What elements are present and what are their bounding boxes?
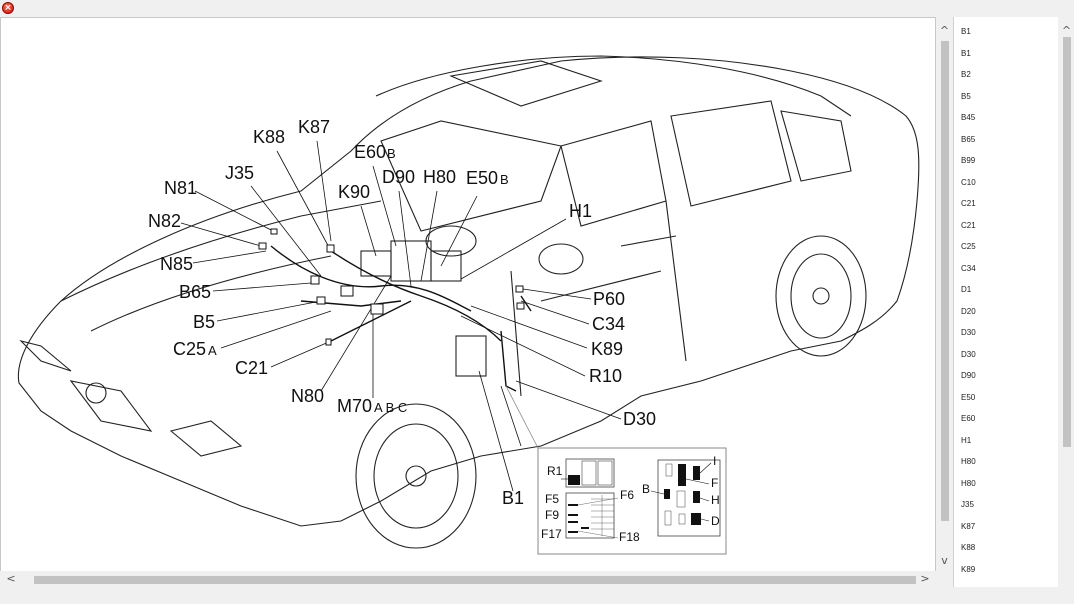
scroll-right-icon[interactable]: > [920,572,930,585]
list-item[interactable]: C10 [961,177,976,187]
label-p60: P60 [593,289,625,309]
label-n85: N85 [160,254,193,274]
label-e60: E60 [354,142,386,162]
label-n82: N82 [148,211,181,231]
label-n80: N80 [291,386,324,406]
label-c21: C21 [235,358,268,378]
leader-lines [180,140,622,492]
label-j35: J35 [225,163,254,183]
label-m70: M70 [337,396,372,416]
list-item[interactable]: D30 [961,349,976,359]
list-item[interactable]: D90 [961,371,976,380]
close-icon: × [4,3,12,13]
title-bar: × [0,0,1074,18]
list-item[interactable]: D20 [961,306,976,316]
scroll-down-icon[interactable]: v [941,554,948,567]
list-item[interactable]: B5 [961,91,971,101]
list-item[interactable]: K89 [961,564,976,574]
list-item[interactable]: K87 [961,521,976,531]
fuse-label: D [711,514,720,528]
label-e50: E50 [466,168,498,188]
label-e50-sub: B [500,172,509,187]
list-item[interactable]: B65 [961,134,976,144]
fuse-label: R1 [547,464,563,478]
label-k88: K88 [253,127,285,147]
label-c34: C34 [592,314,625,334]
list-item[interactable]: K88 [961,543,976,552]
label-c25: C25 [173,339,206,359]
component-list-scroll-thumb[interactable] [1063,37,1071,447]
list-item[interactable]: C21 [961,220,976,230]
label-d90: D90 [382,167,415,187]
list-item[interactable]: C34 [961,263,976,273]
list-item[interactable]: B45 [961,113,976,122]
label-k90: K90 [338,182,370,202]
fuse-label: I [713,454,716,468]
fuse-label: F [711,476,718,490]
fuse-box-inset [505,385,727,555]
list-item[interactable]: H80 [961,478,976,488]
list-item[interactable]: E60 [961,414,976,423]
list-item[interactable]: C21 [961,199,976,208]
fuse-label: B [642,482,650,496]
label-e60-sub: B [387,146,396,161]
scroll-left-icon[interactable]: < [6,572,16,585]
fuse-label: F9 [545,508,559,522]
label-r10: R10 [589,366,622,386]
label-n81: N81 [164,178,197,198]
status-bar [0,587,1074,604]
label-m70-sub: A B C [374,400,407,415]
viewer-vertical-scroll-thumb[interactable] [941,41,949,521]
fuse-label: H [711,493,720,507]
label-d30: D30 [623,409,656,429]
viewer-horizontal-scroll-thumb[interactable] [34,576,916,584]
wiring-harness [270,245,532,392]
fuse-label: F17 [541,527,562,541]
scroll-up-icon[interactable]: ^ [939,24,950,37]
fuse-label: F18 [619,530,640,544]
label-h80: H80 [423,167,456,187]
list-item[interactable]: B99 [961,156,976,165]
list-item[interactable]: D1 [961,285,972,294]
list-item[interactable]: E50 [961,392,976,402]
list-item[interactable]: B1 [961,27,971,36]
list-scroll-up-icon[interactable]: ^ [1061,24,1072,37]
list-item[interactable]: B2 [961,70,971,79]
component-list-scrollbar[interactable]: ^ [1058,17,1074,587]
label-b1: B1 [502,488,524,508]
viewer-horizontal-scrollbar[interactable]: < > [0,571,936,587]
fuse-label: F6 [620,488,634,502]
list-item[interactable]: H80 [961,457,976,466]
close-button[interactable]: × [2,2,14,14]
list-item[interactable]: B1 [961,48,971,58]
label-b5: B5 [193,312,215,332]
connectors [258,228,525,346]
list-item[interactable]: C25 [961,242,976,251]
label-c25-sub: A [208,343,217,358]
label-k89: K89 [591,339,623,359]
viewer-vertical-scrollbar[interactable]: ^ v [936,17,953,587]
label-h1: H1 [569,201,592,221]
car-body-outline [17,55,920,549]
fuse-label: F5 [545,492,559,506]
label-b65: B65 [179,282,211,302]
car-wiring-diagram: K88K87E60BJ35D90H80E50BN81K90H1N82N85B65… [17,55,920,555]
list-item[interactable]: D30 [961,328,976,337]
list-item[interactable]: J35 [961,500,974,509]
list-item[interactable]: H1 [961,435,972,445]
label-k87: K87 [298,117,330,137]
